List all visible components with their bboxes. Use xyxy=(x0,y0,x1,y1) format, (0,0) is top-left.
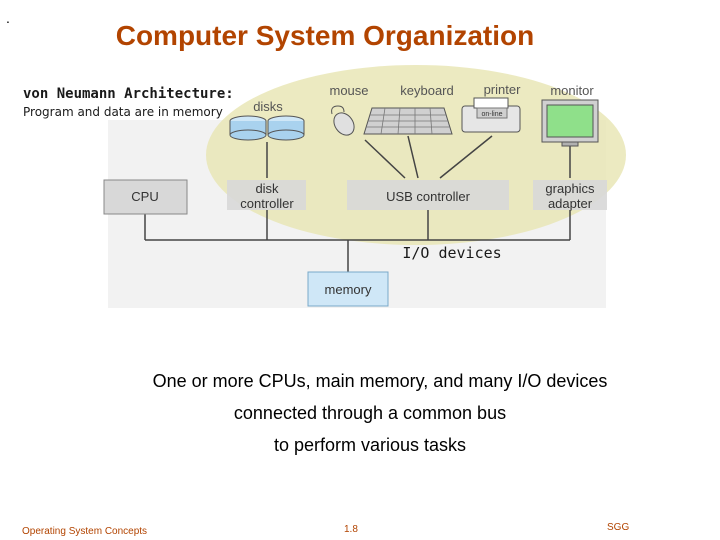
system-bus xyxy=(144,135,571,272)
memory-label: memory xyxy=(325,282,372,297)
usb-controller-label: USB controller xyxy=(386,189,470,204)
usb-controller-box: USB controller xyxy=(347,180,509,210)
printer-panel-label: on-line xyxy=(481,111,502,118)
keyboard-icon xyxy=(363,107,453,135)
caption-line-3: to perform various tasks xyxy=(273,435,467,455)
footer-course-title: Operating System Concepts xyxy=(22,526,148,537)
disk-controller-label-line1: disk xyxy=(255,181,279,196)
monitor-label: monitor xyxy=(550,83,594,98)
disks-icon xyxy=(229,115,305,141)
slide-title: Computer System Organization xyxy=(115,20,535,51)
graphics-adapter-box: graphics adapter xyxy=(533,180,607,211)
disks-label: disks xyxy=(253,99,283,114)
io-devices-label: I/O devices xyxy=(402,244,501,262)
von-neumann-heading: von Neumann Architecture: xyxy=(23,86,234,102)
von-neumann-description: Program and data are in memory xyxy=(23,105,223,119)
slide-marker: . xyxy=(6,10,10,26)
mouse-label: mouse xyxy=(329,83,368,98)
mouse-icon xyxy=(331,105,355,136)
disk-controller-box: disk controller xyxy=(227,180,306,211)
printer-icon: on-line xyxy=(461,97,521,133)
monitor-icon xyxy=(541,99,599,147)
graphics-adapter-label-line1: graphics xyxy=(545,181,595,196)
cpu-label: CPU xyxy=(131,189,158,204)
memory-box: memory xyxy=(307,271,389,307)
printer-label: printer xyxy=(484,82,522,97)
keyboard-label: keyboard xyxy=(400,83,453,98)
cpu-box: CPU xyxy=(103,179,188,215)
footer-slide-number: 1.8 xyxy=(344,524,358,535)
disk-controller-label-line2: controller xyxy=(240,196,294,211)
caption-line-1: One or more CPUs, main memory, and many … xyxy=(152,371,608,391)
footer-author-initials: SGG xyxy=(607,522,630,533)
graphics-adapter-label-line2: adapter xyxy=(548,196,593,211)
io-highlight-region xyxy=(206,65,626,245)
caption-line-2: connected through a common bus xyxy=(233,403,507,423)
